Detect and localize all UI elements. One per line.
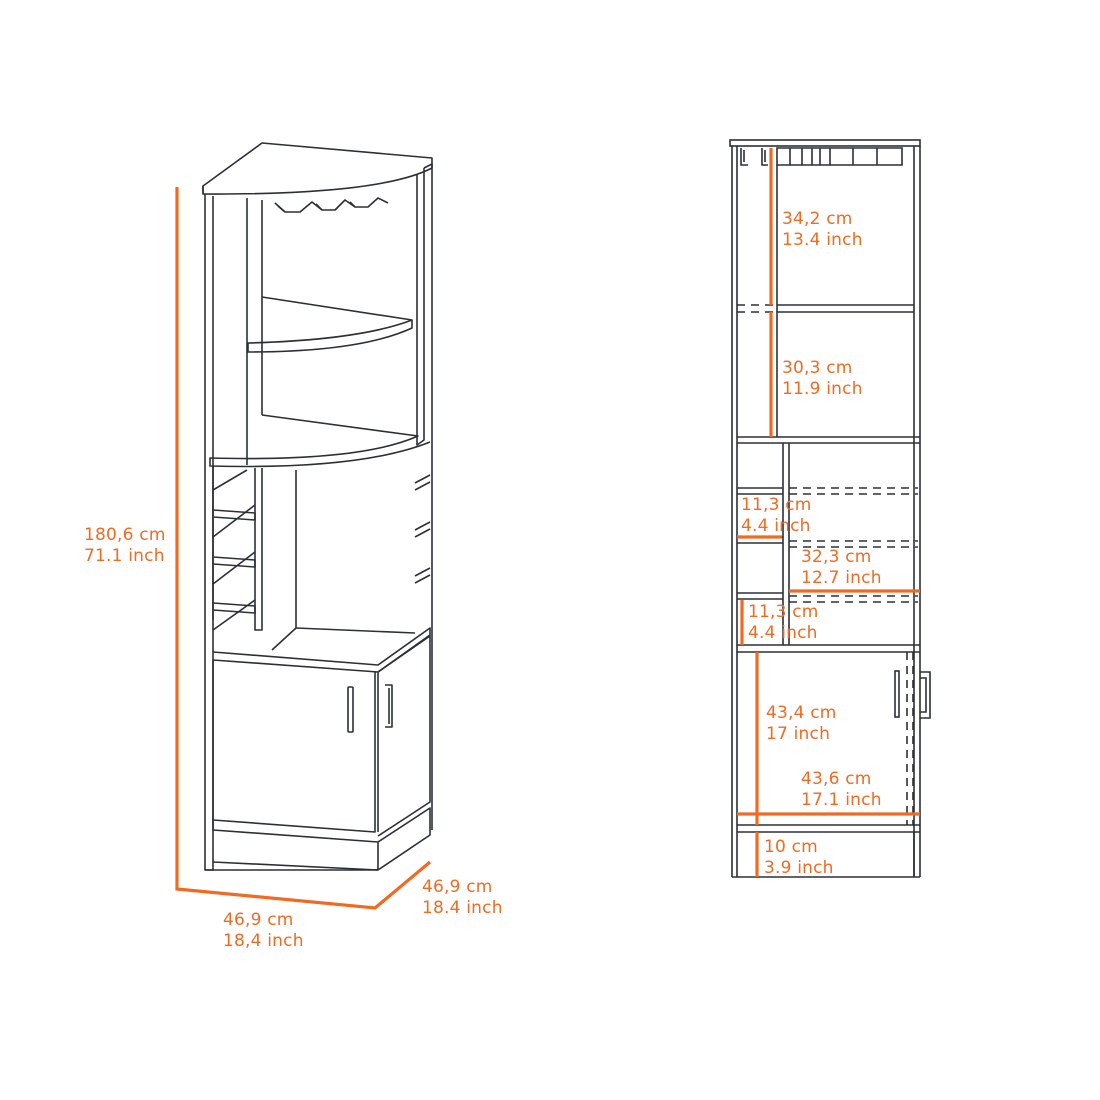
open-niche-width-label: 32,3 cm 12.7 inch [801, 547, 882, 588]
wine-slot-upper-label: 11,3 cm 4.4 inch [741, 495, 812, 536]
middle-compartment-label: 30,3 cm 11.9 inch [782, 358, 863, 399]
height-dimension-label: 180,6 cm 71.1 inch [84, 525, 166, 566]
depth-dimension-label: 46,9 cm 18.4 inch [422, 877, 503, 918]
cabinet-height-label: 43,4 cm 17 inch [766, 703, 837, 744]
width-dimension-label: 46,9 cm 18,4 inch [223, 910, 304, 951]
top-compartment-label: 34,2 cm 13.4 inch [782, 209, 863, 250]
wine-slot-lower-label: 11,3 cm 4.4 inch [748, 602, 819, 643]
base-height-label: 10 cm 3.9 inch [764, 837, 834, 878]
cabinet-width-label: 43,6 cm 17.1 inch [801, 769, 882, 810]
